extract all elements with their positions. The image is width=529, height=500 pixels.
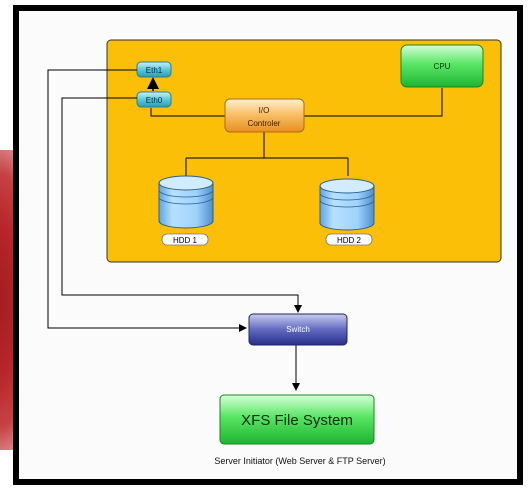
switch-box	[248, 313, 348, 346]
eth0-to-io-connector	[150, 108, 225, 117]
xfs-box	[219, 394, 375, 445]
eth0-label: Eth0	[146, 96, 163, 105]
io-controller-label-line2: Controler	[248, 119, 281, 128]
eth1-label: Eth1	[146, 66, 163, 75]
hdd1-label: HDD 1	[173, 236, 198, 245]
cpu-box	[400, 44, 484, 88]
io-controller-label-line1: I/O	[259, 106, 270, 115]
io-to-hdd-connector	[185, 132, 349, 176]
io-to-cpu-connector	[304, 88, 443, 117]
eth1-to-switch-connector	[47, 69, 247, 332]
eth0-to-switch-connector	[61, 97, 302, 313]
hdd1-cylinder	[158, 175, 214, 229]
switch-label: Switch	[286, 325, 310, 334]
io-controller-box	[224, 98, 305, 133]
hdd2-label: HDD 2	[337, 236, 362, 245]
hdd2-label-bg	[325, 233, 373, 246]
hdd1-label-bg	[161, 233, 209, 246]
cpu-label: CPU	[434, 62, 451, 71]
hdd2-cylinder	[319, 178, 375, 231]
xfs-label: XFS File System	[241, 412, 353, 429]
server-caption: Server Initiator (Web Server & FTP Serve…	[214, 456, 386, 466]
eth0-box	[136, 91, 172, 108]
